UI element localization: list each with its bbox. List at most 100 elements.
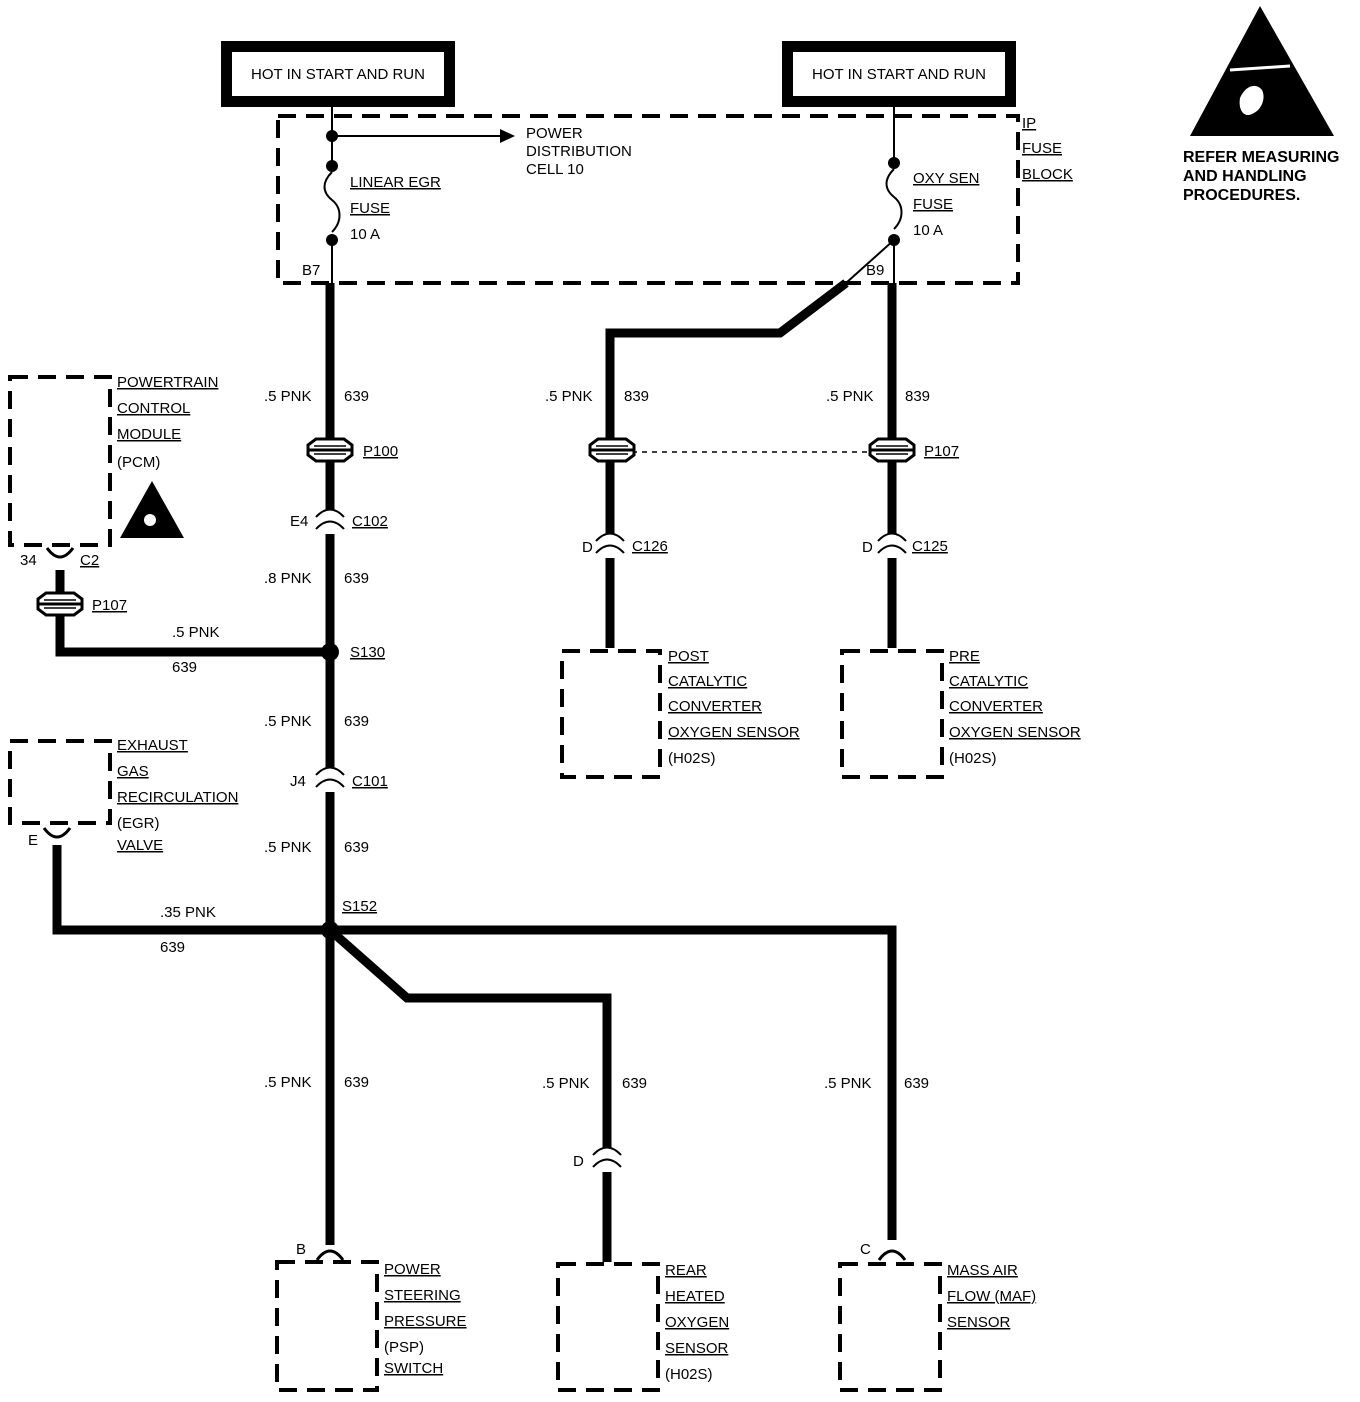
wire-label-gauge: .5 PNK	[172, 624, 220, 641]
wire-label-gauge: .5 PNK	[824, 1075, 872, 1092]
splice-s130	[321, 643, 339, 661]
esd-warning-icon	[1190, 6, 1334, 136]
fuse-right-terminal: B9	[866, 262, 884, 279]
psp-label-5: SWITCH	[384, 1360, 443, 1377]
connector-c102-label: C102	[352, 513, 388, 530]
maf-terminal	[877, 1249, 907, 1262]
connector-c101	[315, 766, 345, 793]
power-source-left: HOT IN START AND RUN	[221, 41, 455, 107]
wire-label-circuit: 639	[622, 1075, 647, 1092]
wire-label-gauge: .5 PNK	[826, 388, 874, 405]
post-label-2: CATALYTIC	[668, 673, 747, 690]
rear-connector-pin: D	[573, 1153, 584, 1170]
psp-label-4: (PSP)	[384, 1339, 424, 1356]
fuse-block-label-3: BLOCK	[1022, 166, 1073, 183]
pre-cat-sensor-box	[840, 649, 944, 779]
rear-o2-sensor-box	[556, 1262, 660, 1392]
connector-c101-label: C101	[352, 773, 388, 790]
pre-label-5: (H02S)	[949, 750, 997, 767]
pre-label-4: OXYGEN SENSOR	[949, 724, 1081, 741]
wire-label-gauge: .5 PNK	[264, 839, 312, 856]
power-source-right-label: HOT IN START AND RUN	[812, 66, 986, 83]
arrow-right-icon	[500, 129, 515, 143]
wire-label-circuit: 639	[172, 659, 197, 676]
wire-label-circuit: 639	[344, 839, 369, 856]
connector-c101-pin: J4	[290, 773, 306, 790]
post-cat-sensor-box	[560, 649, 662, 779]
fuse-right-name-1: OXY SEN	[913, 170, 979, 187]
post-label-1: POST	[668, 648, 709, 665]
distribution-line-1: POWER	[526, 125, 583, 142]
pcm-box	[8, 375, 112, 547]
maf-label-2: FLOW (MAF)	[947, 1288, 1036, 1305]
maf-label-3: SENSOR	[947, 1314, 1011, 1331]
psp-label-3: PRESSURE	[384, 1313, 467, 1330]
pcm-label-1: POWERTRAIN	[117, 374, 218, 391]
pre-label-3: CONVERTER	[949, 698, 1043, 715]
psp-switch-box	[275, 1260, 379, 1392]
wire-839-post	[605, 279, 849, 648]
fuse-left-rating: 10 A	[350, 226, 380, 243]
wire-639-egr-maf	[52, 845, 897, 1240]
fuse-left-terminal: B7	[302, 262, 320, 279]
maf-pin: C	[860, 1241, 871, 1258]
connector-p100	[306, 437, 354, 463]
rear-label-5: (H02S)	[665, 1366, 713, 1383]
post-label-4: OXYGEN SENSOR	[668, 724, 800, 741]
connector-c125-label: C125	[912, 538, 948, 555]
fuse-icon	[885, 168, 903, 230]
egr-label-2: GAS	[117, 763, 149, 780]
egr-label-4: (EGR)	[117, 815, 160, 832]
maf-sensor-box	[838, 1262, 942, 1392]
connector-c126-pin: D	[582, 539, 593, 556]
post-label-5: (H02S)	[668, 750, 716, 767]
wire-label-gauge: .5 PNK	[264, 713, 312, 730]
wire-label-gauge: .5 PNK	[264, 388, 312, 405]
fuse-left-name-1: LINEAR EGR	[350, 174, 441, 191]
wire-label-circuit: 639	[344, 713, 369, 730]
rear-label-1: REAR	[665, 1262, 707, 1279]
wire-label-gauge: .5 PNK	[264, 1074, 312, 1091]
wire-label-gauge: .8 PNK	[264, 570, 312, 587]
connector-c102	[315, 508, 345, 535]
pre-label-1: PRE	[949, 648, 980, 665]
connector-p107-pcm	[36, 591, 84, 617]
psp-pin: B	[296, 1241, 306, 1258]
connector-p100-label: P100	[363, 443, 398, 460]
connector-c126	[595, 532, 625, 559]
pcm-conn-pin: 34	[20, 552, 37, 569]
wire-label-circuit: 839	[905, 388, 930, 405]
egr-label-3: RECIRCULATION	[117, 789, 238, 806]
esd-notice-line-2: AND HANDLING	[1183, 168, 1307, 185]
fuse-icon	[323, 171, 341, 233]
fuse-left-name-2: FUSE	[350, 200, 390, 217]
wire-label-circuit: 639	[904, 1075, 929, 1092]
splice-s130-label: S130	[350, 644, 385, 661]
connector-p107-post	[588, 437, 636, 463]
connector-c125-pin: D	[862, 539, 873, 556]
splice-s152	[321, 921, 339, 939]
esd-notice-line-3: PROCEDURES.	[1183, 187, 1300, 204]
psp-label-1: POWER	[384, 1261, 441, 1278]
connector-rear-inline	[592, 1146, 622, 1173]
pcm-label-4: (PCM)	[117, 454, 160, 471]
egr-terminal	[42, 826, 72, 839]
fuse-right-rating: 10 A	[913, 222, 943, 239]
wire-label-circuit: 639	[344, 570, 369, 587]
fuse-right-name-2: FUSE	[913, 196, 953, 213]
wire-label-circuit: 639	[160, 939, 185, 956]
connector-c125	[877, 532, 907, 559]
wire-639-rear	[327, 926, 612, 1262]
ip-fuse-block-outline	[276, 114, 1020, 285]
wire-label-gauge: .35 PNK	[160, 904, 216, 921]
wire-label-gauge: .5 PNK	[545, 388, 593, 405]
egr-label-5: VALVE	[117, 837, 163, 854]
connector-c126-label: C126	[632, 538, 668, 555]
fuse-block-label-2: FUSE	[1022, 140, 1062, 157]
maf-label-1: MASS AIR	[947, 1262, 1018, 1279]
esd-warning-icon	[120, 481, 184, 538]
connector-p107-pre	[868, 437, 916, 463]
distribution-line-2: DISTRIBUTION	[526, 143, 632, 160]
pcm-label-2: CONTROL	[117, 400, 190, 417]
